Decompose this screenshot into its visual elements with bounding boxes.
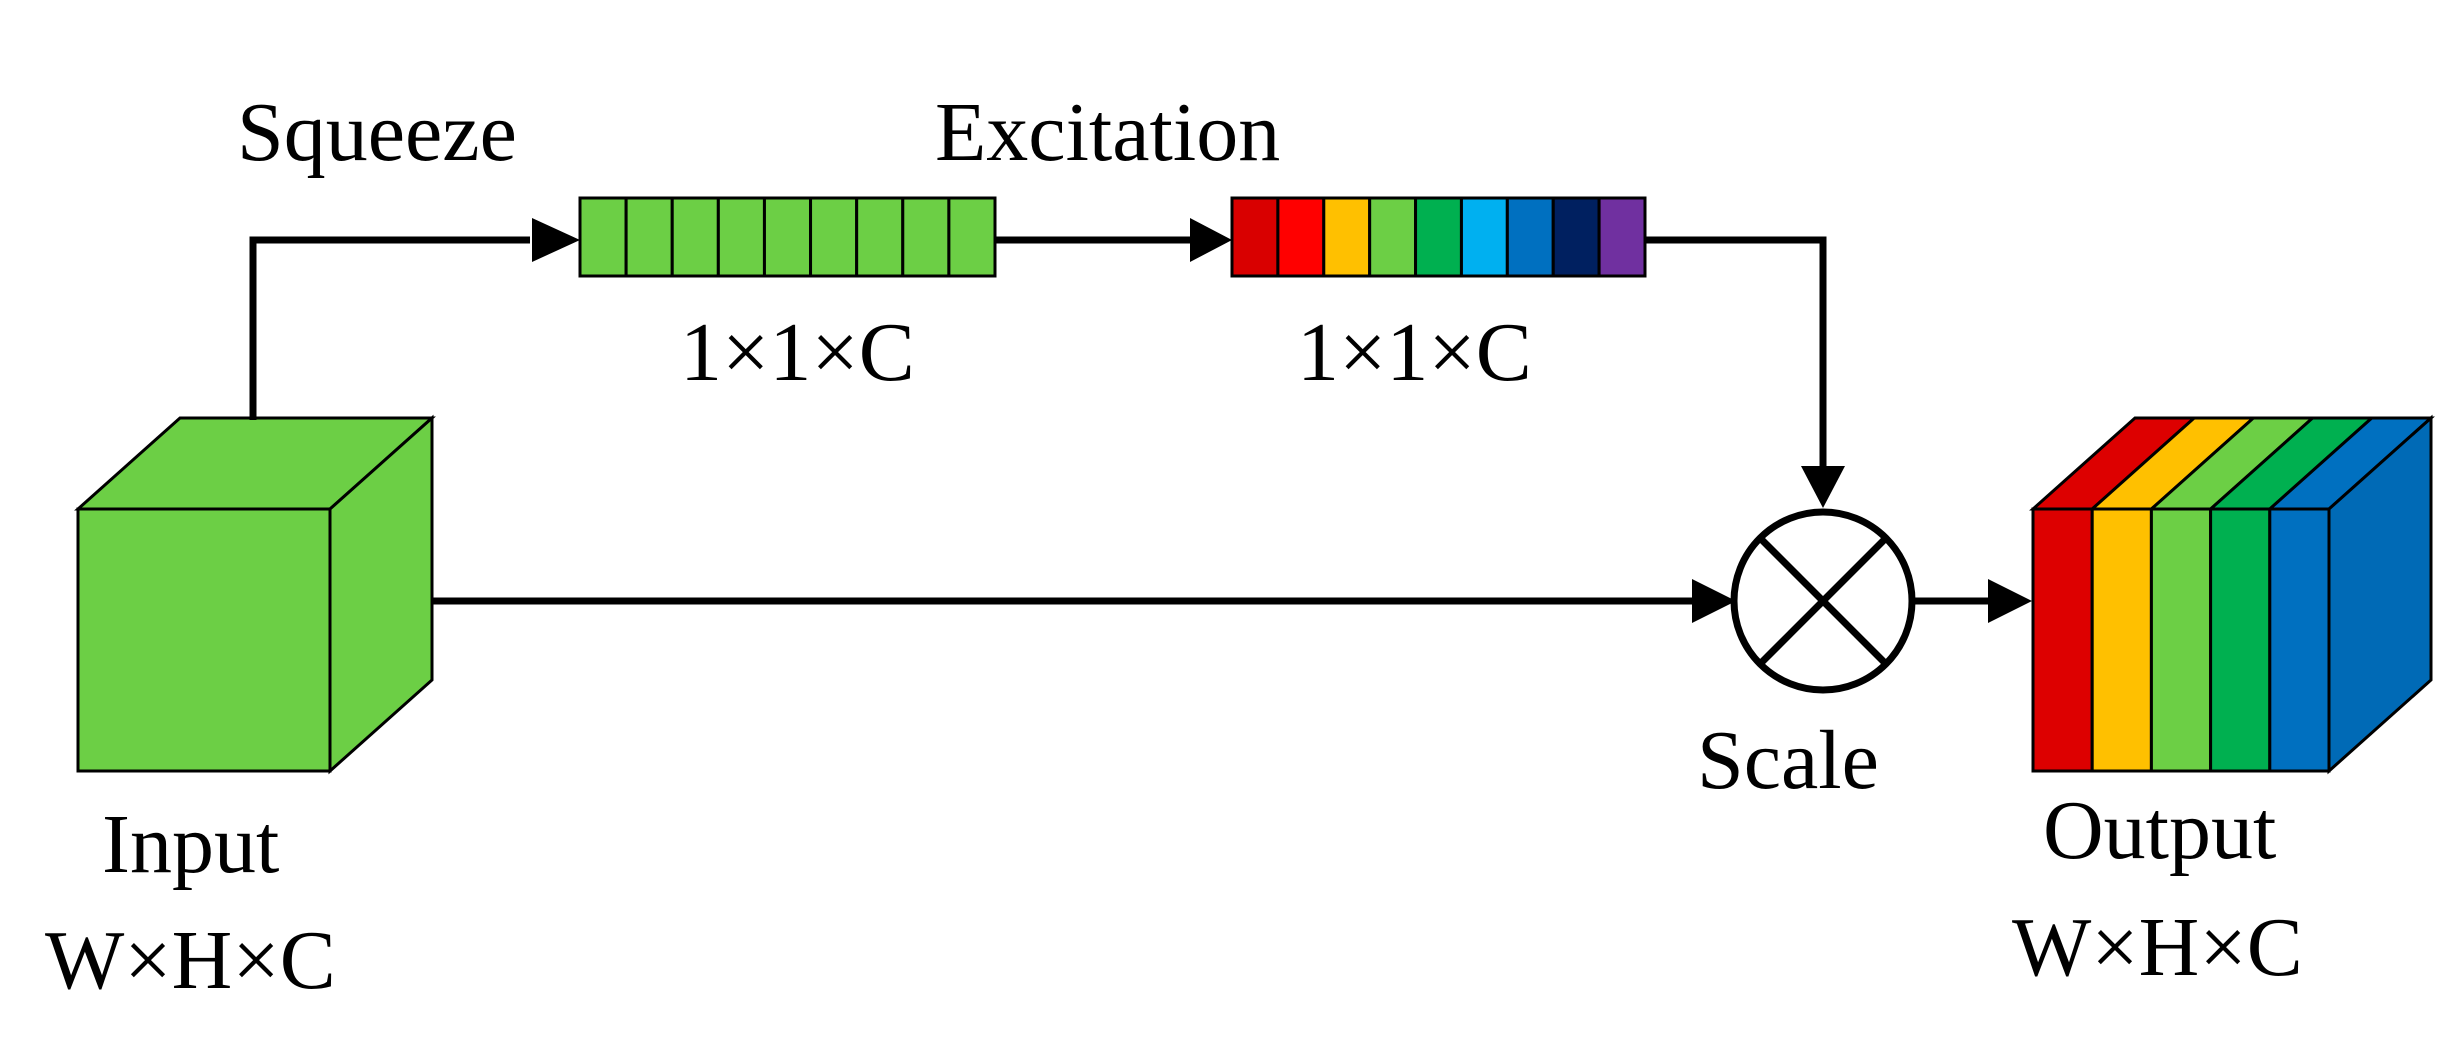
input-dim: W×H×C [45, 914, 336, 1007]
connectors [249, 218, 2032, 623]
squeeze-label: Squeeze [237, 86, 517, 179]
squeeze-vector [578, 196, 997, 278]
output-slab-side [2327, 414, 2433, 775]
excitation-label: Excitation [935, 86, 1280, 179]
output-dim: W×H×C [2012, 901, 2303, 994]
multiply-cross-2 [1757, 535, 1889, 667]
multiply-node [1730, 508, 1916, 694]
scale-label: Scale [1697, 714, 1879, 807]
excitation-cell [1276, 196, 1326, 278]
squeeze-arrowhead [532, 218, 580, 262]
input-cube-front-face [76, 507, 332, 773]
input-title: Input [102, 798, 279, 891]
excitation-cell [1459, 196, 1509, 278]
output-feature-stack [2029, 414, 2435, 775]
squeeze-cell [947, 196, 997, 278]
scale-input-arrow [1645, 236, 1827, 468]
output-slab-front [2031, 507, 2094, 773]
scale-input-arrowhead [1801, 466, 1845, 508]
squeeze-arrow [249, 236, 530, 420]
excitation-cell [1368, 196, 1418, 278]
excitation-vector [1230, 196, 1647, 278]
identity-arrowhead [1692, 579, 1736, 623]
squeeze-cell [578, 196, 628, 278]
output-slab-front [2209, 507, 2272, 773]
output-slab-front [2268, 507, 2331, 773]
output-title: Output [2043, 784, 2276, 877]
squeeze-cell [901, 196, 951, 278]
excitation-arrowhead [1190, 218, 1232, 262]
excitation-cell [1414, 196, 1463, 278]
squeeze-cell [716, 196, 766, 278]
input-feature-cube [74, 414, 436, 775]
excitation-cell [1551, 196, 1601, 278]
squeeze-cell [855, 196, 905, 278]
squeeze-dim-label: 1×1×C [680, 306, 915, 399]
excitation-dim-label: 1×1×C [1297, 306, 1532, 399]
output-slab-front [2090, 507, 2153, 773]
excitation-cell [1505, 196, 1555, 278]
output-slab-front [2149, 507, 2213, 773]
squeeze-cell [809, 196, 859, 278]
squeeze-cell [762, 196, 813, 278]
excitation-cell [1597, 196, 1647, 278]
excitation-cell [1230, 196, 1280, 278]
squeeze-cell [624, 196, 674, 278]
output-arrowhead [1988, 579, 2032, 623]
squeeze-cell [670, 196, 720, 278]
excitation-cell [1322, 196, 1372, 278]
